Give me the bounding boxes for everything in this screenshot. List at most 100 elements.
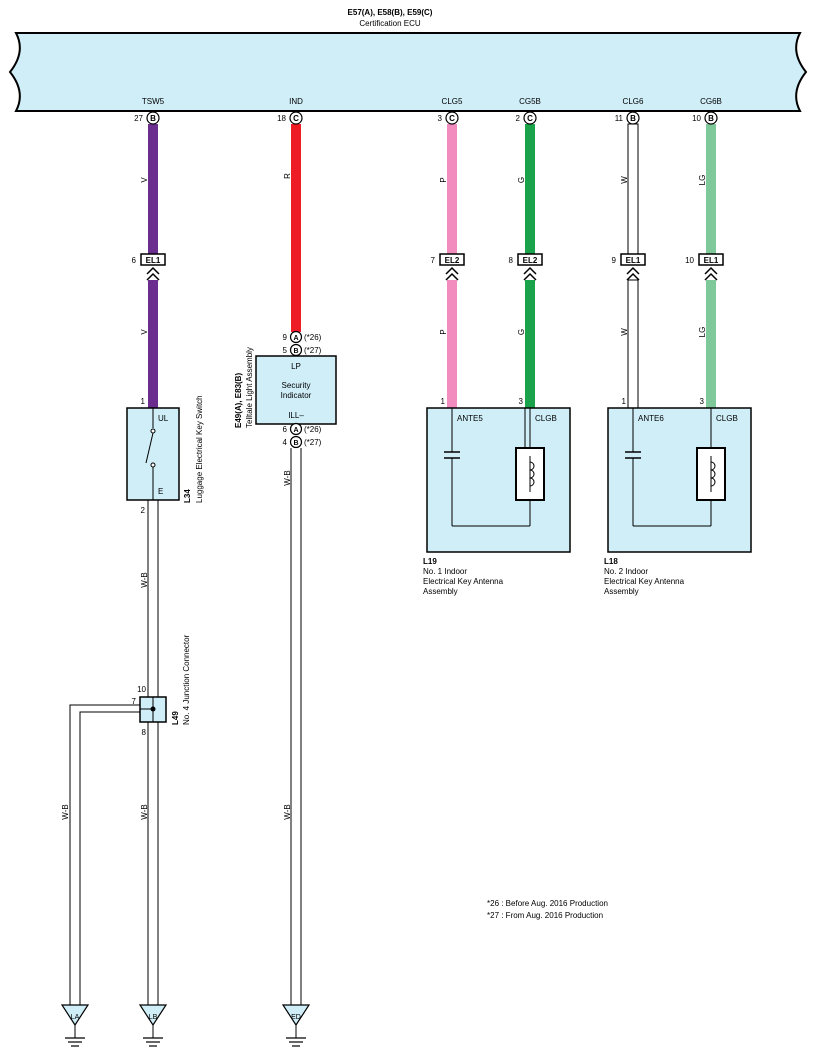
wire-ind — [291, 124, 301, 332]
footnote-26: *26 : Before Aug. 2016 Production — [487, 899, 608, 908]
antenna-assembly-2: 1 3 ANTE6 CLGB L18 No. 2 Indoor Electric… — [604, 397, 752, 596]
ground-wires — [69, 448, 302, 1005]
svg-text:LP: LP — [291, 362, 301, 371]
svg-text:8: 8 — [509, 256, 514, 265]
svg-text:V: V — [140, 329, 149, 335]
svg-text:(*27): (*27) — [304, 438, 322, 447]
luggage-key-switch: 1 UL E 2 L34 Luggage Electrical Key Swit… — [126, 395, 204, 515]
wire-color-labels: V V R P P G G W W LG LG W-B W-B W-B W-B … — [61, 173, 707, 820]
svg-text:Luggage Electrical Key Switch: Luggage Electrical Key Switch — [195, 395, 204, 503]
svg-text:2: 2 — [516, 114, 521, 123]
svg-text:W-B: W-B — [283, 470, 292, 485]
svg-text:EL1: EL1 — [626, 256, 641, 265]
wire-clg6-upper — [627, 123, 639, 255]
svg-text:10: 10 — [137, 685, 146, 694]
svg-text:10: 10 — [692, 114, 701, 123]
svg-text:CLGB: CLGB — [716, 414, 738, 423]
svg-text:A: A — [293, 335, 298, 342]
svg-text:C: C — [527, 114, 533, 123]
svg-text:L19: L19 — [423, 557, 437, 566]
svg-text:R: R — [283, 173, 292, 179]
svg-text:8: 8 — [142, 728, 147, 737]
pin-label-ind: IND — [289, 97, 303, 106]
svg-text:Security: Security — [282, 381, 311, 390]
svg-text:LA: LA — [71, 1014, 80, 1021]
svg-text:L18: L18 — [604, 557, 618, 566]
svg-text:2: 2 — [141, 506, 146, 515]
ground-ed: ED — [281, 1004, 311, 1047]
svg-text:E: E — [158, 487, 163, 496]
svg-text:Assembly: Assembly — [423, 587, 458, 596]
svg-text:ANTE6: ANTE6 — [638, 414, 664, 423]
svg-text:Telltale Light Assembly: Telltale Light Assembly — [245, 347, 254, 428]
svg-text:L34: L34 — [183, 489, 192, 503]
svg-text:EL1: EL1 — [704, 256, 719, 265]
svg-text:No. 4 Junction Connector: No. 4 Junction Connector — [182, 634, 191, 725]
ground-lb: LB — [138, 1004, 168, 1047]
ecu-body — [8, 32, 808, 112]
wire-clg5-lower — [447, 280, 457, 408]
svg-text:3: 3 — [438, 114, 443, 123]
svg-text:UL: UL — [158, 414, 169, 423]
wire-cg6b-upper — [706, 124, 716, 254]
svg-text:W-B: W-B — [140, 804, 149, 819]
svg-text:3: 3 — [700, 397, 705, 406]
svg-text:Indicator: Indicator — [281, 391, 312, 400]
svg-text:P: P — [439, 177, 448, 182]
svg-text:No. 1 Indoor: No. 1 Indoor — [423, 567, 467, 576]
telltale-light-assembly: 9 A (*26) 5 B (*27) LP Security Indicato… — [234, 330, 337, 449]
svg-text:11: 11 — [615, 114, 624, 123]
svg-text:9: 9 — [283, 333, 288, 342]
svg-text:E49(A), E83(B): E49(A), E83(B) — [234, 373, 243, 428]
svg-text:3: 3 — [519, 397, 524, 406]
svg-text:C: C — [293, 114, 299, 123]
svg-text:18: 18 — [277, 114, 286, 123]
svg-text:10: 10 — [685, 256, 694, 265]
svg-text:9: 9 — [612, 256, 617, 265]
svg-text:W: W — [620, 176, 629, 184]
svg-text:EL2: EL2 — [445, 256, 460, 265]
inline-connectors: EL1 6 EL2 7 EL2 8 EL1 9 EL1 10 — [132, 253, 724, 281]
ecu-connectors: B 27 C 18 C 3 C 2 B 11 B 10 — [134, 111, 718, 125]
svg-text:LG: LG — [698, 175, 707, 186]
wire-cg5b-upper — [525, 124, 535, 254]
svg-text:B: B — [293, 348, 298, 355]
svg-text:Electrical Key Antenna: Electrical Key Antenna — [423, 577, 504, 586]
svg-text:6: 6 — [283, 425, 288, 434]
svg-text:A: A — [293, 427, 298, 434]
junction-connector-4: 10 7 8 L49 No. 4 Junction Connector — [132, 634, 191, 737]
svg-text:LB: LB — [149, 1014, 158, 1021]
svg-text:L49: L49 — [171, 711, 180, 725]
wire-clg6-lower — [627, 279, 639, 409]
svg-text:1: 1 — [441, 397, 446, 406]
svg-text:4: 4 — [283, 438, 288, 447]
svg-text:ED: ED — [291, 1014, 301, 1021]
wire-cg6b-lower — [706, 280, 716, 408]
svg-text:B: B — [150, 114, 156, 123]
svg-text:P: P — [439, 329, 448, 334]
svg-text:ILL–: ILL– — [288, 411, 304, 420]
svg-text:7: 7 — [132, 697, 137, 706]
svg-text:W-B: W-B — [283, 804, 292, 819]
svg-text:(*26): (*26) — [304, 425, 322, 434]
wire-tsw5-lower — [148, 280, 158, 408]
svg-text:W-B: W-B — [61, 804, 70, 819]
svg-text:1: 1 — [622, 397, 627, 406]
svg-text:Electrical Key Antenna: Electrical Key Antenna — [604, 577, 685, 586]
pin-label-tsw5: TSW5 — [142, 97, 165, 106]
svg-text:27: 27 — [134, 114, 143, 123]
ground-la: LA — [60, 1004, 90, 1047]
svg-text:ANTE5: ANTE5 — [457, 414, 483, 423]
svg-text:W: W — [620, 328, 629, 336]
pin-label-cg5b: CG5B — [519, 97, 541, 106]
svg-text:6: 6 — [132, 256, 137, 265]
svg-text:EL2: EL2 — [523, 256, 538, 265]
wire-clg5-upper — [447, 124, 457, 254]
svg-text:B: B — [708, 114, 714, 123]
svg-text:C: C — [449, 114, 455, 123]
svg-text:W-B: W-B — [140, 572, 149, 587]
svg-text:G: G — [517, 177, 526, 183]
pin-label-cg6b: CG6B — [700, 97, 722, 106]
svg-text:CLGB: CLGB — [535, 414, 557, 423]
